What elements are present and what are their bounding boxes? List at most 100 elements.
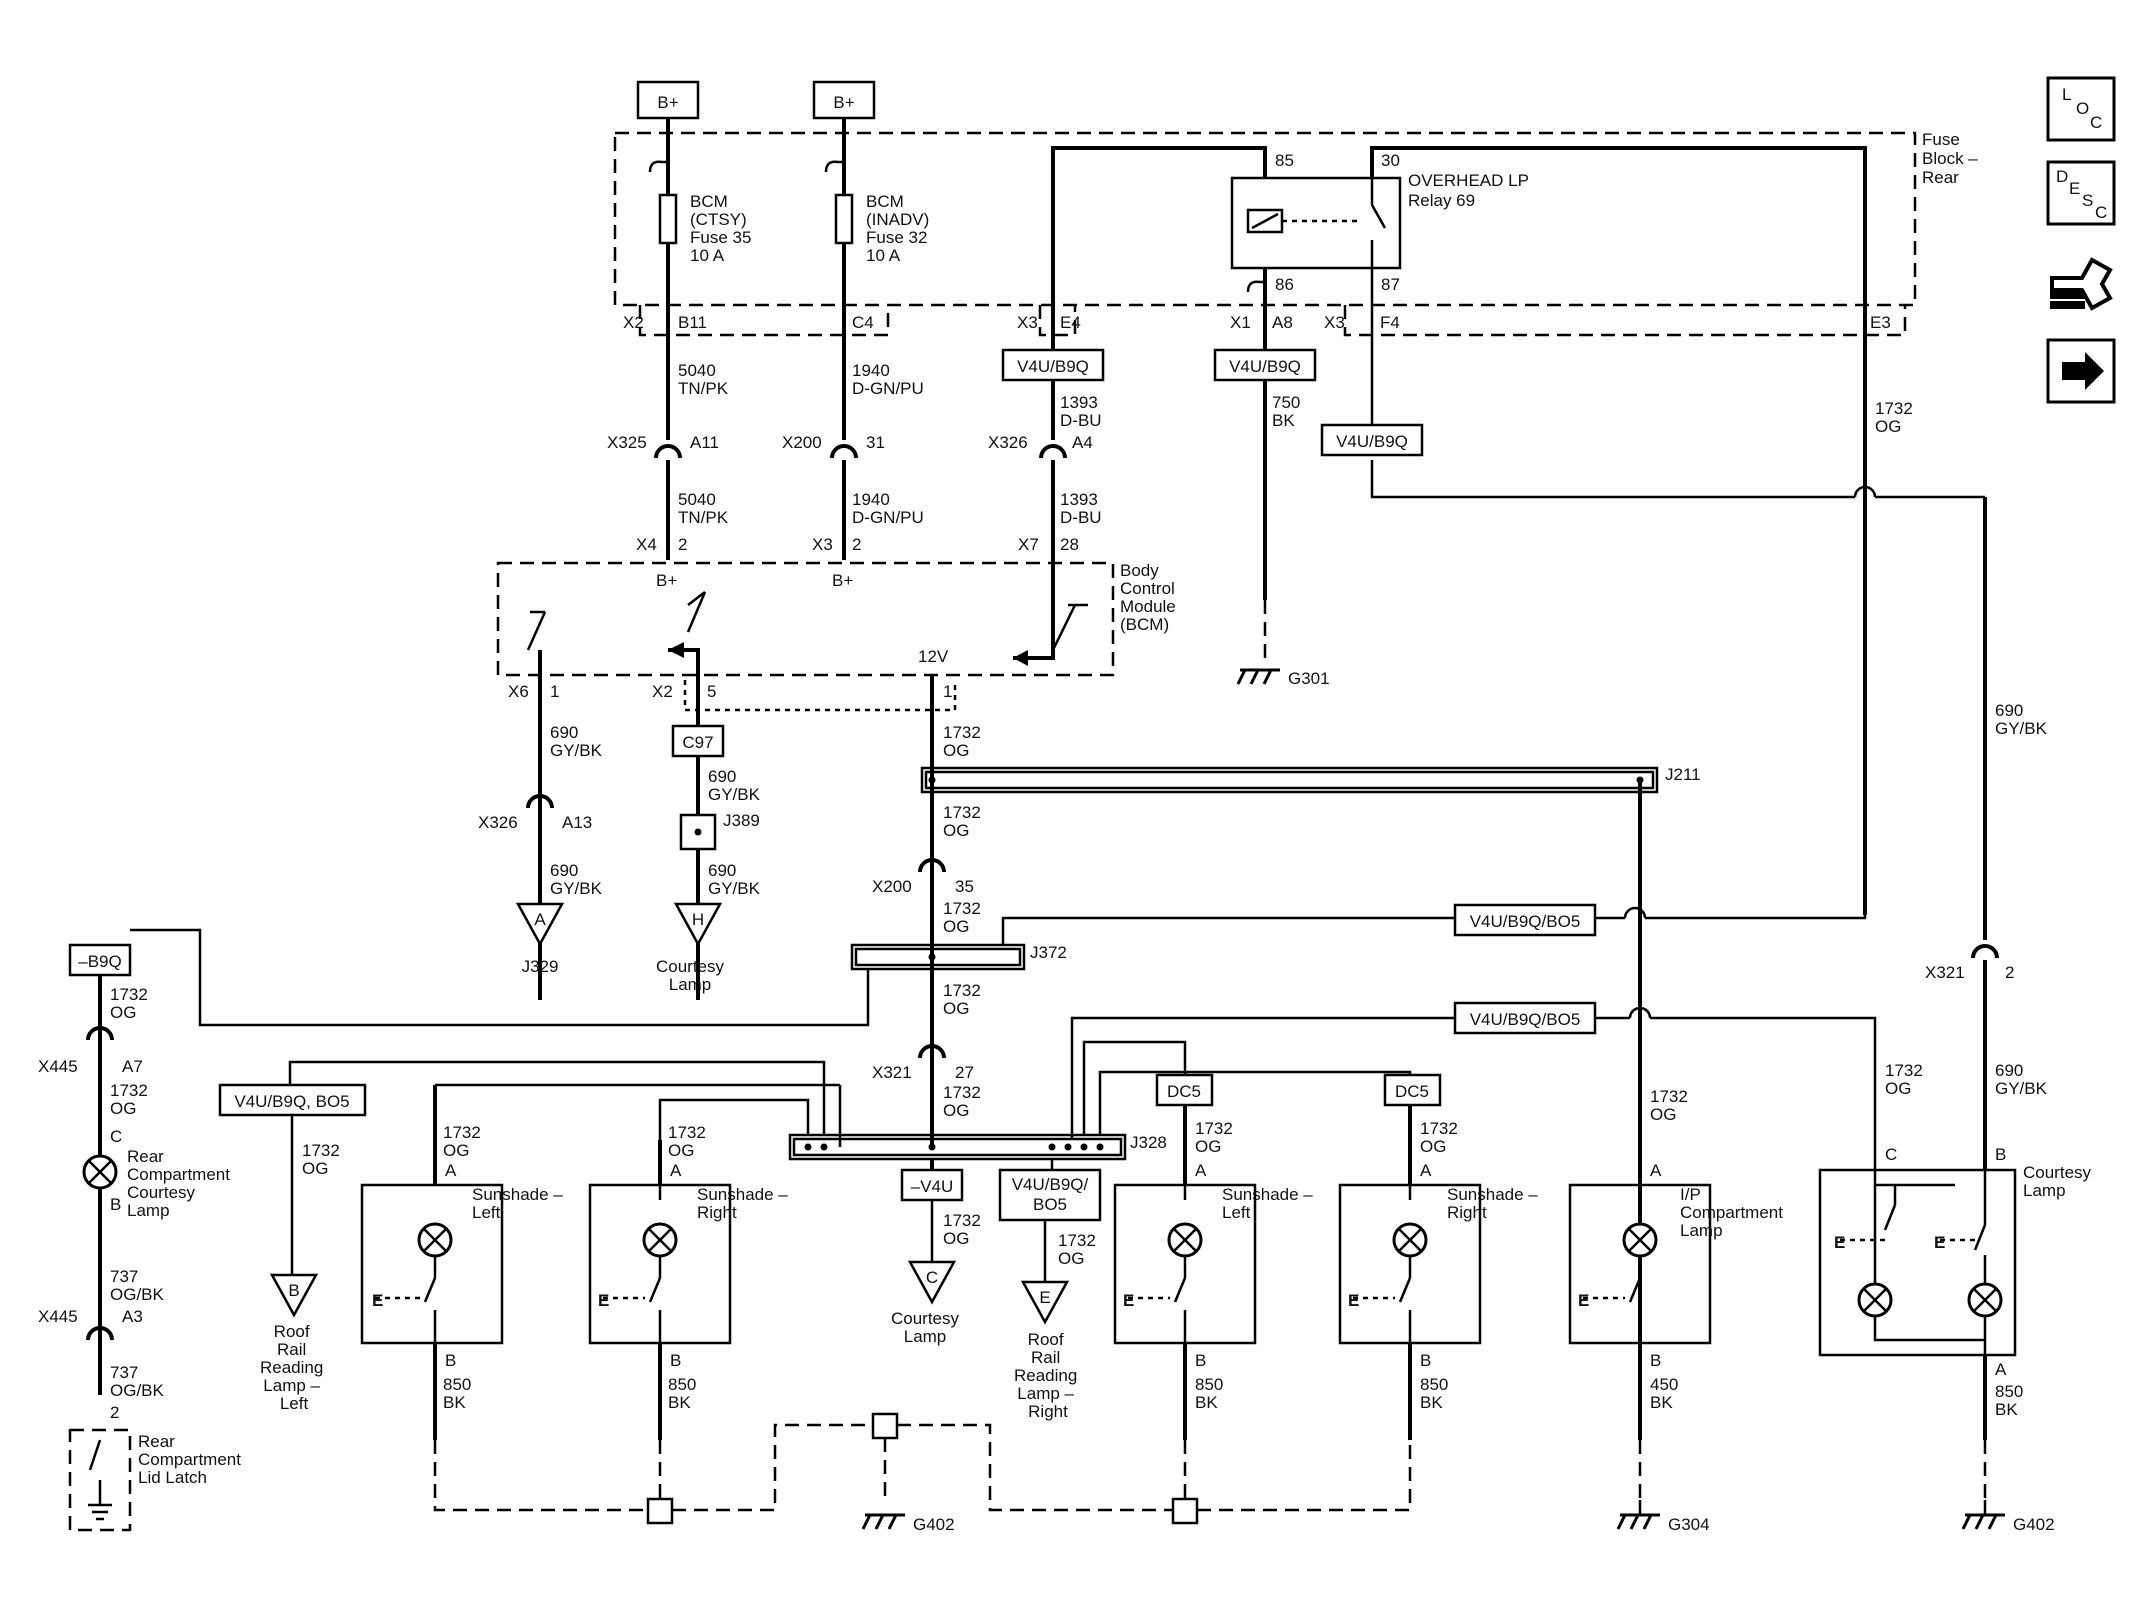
svg-text:A4: A4 [1072, 433, 1093, 452]
svg-text:2: 2 [678, 535, 687, 554]
svg-text:B: B [1195, 1351, 1206, 1370]
fuse-35-label: BCM (CTSY) Fuse 35 10 A [690, 192, 756, 265]
fuse-32-label: BCM (INADV) Fuse 32 10 A [866, 192, 934, 265]
ground-splice-center [871, 1412, 899, 1440]
svg-text:5: 5 [707, 682, 716, 701]
svg-text:X6: X6 [508, 682, 529, 701]
svg-text:H: H [692, 910, 704, 929]
svg-text:30: 30 [1381, 151, 1400, 170]
ground-g304: G304 [1616, 1500, 1710, 1534]
svg-text:B: B [1420, 1351, 1431, 1370]
svg-text:X1: X1 [1230, 313, 1251, 332]
svg-text:A13: A13 [562, 813, 592, 832]
ip-compartment-lamp: E A B I/P Compartment Lamp [1568, 1161, 1783, 1370]
svg-text:DC5: DC5 [1167, 1082, 1201, 1101]
svg-text:A11: A11 [690, 433, 719, 452]
svg-text:X445: X445 [38, 1057, 78, 1076]
svg-text:B11: B11 [678, 313, 707, 332]
b-plus-left: B+ [636, 80, 700, 120]
option-v4u-b9q-comma-bo5: V4U/B9Q, BO5 [218, 1083, 367, 1117]
fuse-35-symbol [658, 193, 678, 245]
svg-text:E: E [2069, 179, 2080, 198]
svg-text:V4U/B9Q, BO5: V4U/B9Q, BO5 [234, 1092, 349, 1111]
option-v4u-b9q-bo5-2: V4U/B9Q/BO5 [1453, 1001, 1597, 1035]
svg-text:A8: A8 [1272, 313, 1293, 332]
svg-text:E: E [372, 1291, 383, 1310]
svg-text:B: B [288, 1281, 299, 1300]
svg-text:L: L [2062, 85, 2071, 104]
svg-text:X3: X3 [1324, 313, 1345, 332]
svg-text:V4U/B9Q: V4U/B9Q [1229, 357, 1301, 376]
svg-text:X321: X321 [1925, 963, 1965, 982]
offpage-b-roof-rail-left: B Roof Rail Reading Lamp – Left [260, 1273, 323, 1413]
svg-text:C: C [1885, 1145, 1897, 1164]
svg-text:E4: E4 [1060, 313, 1081, 332]
svg-text:1: 1 [943, 682, 952, 701]
svg-text:X3: X3 [812, 535, 833, 554]
sunshade-right-2: E A B Sunshade –Right [1338, 1161, 1538, 1440]
svg-text:Sunshade –Left: Sunshade –Left [472, 1185, 563, 1222]
overhead-lamp-relay: 85 86 30 87 OVERHEAD LP Relay 69 [1230, 151, 1529, 294]
svg-text:S: S [2082, 191, 2093, 210]
svg-text:B+: B+ [657, 93, 678, 112]
rear-compartment-lid-latch: 2 Rear Compartment Lid Latch [68, 1403, 241, 1532]
svg-text:B+: B+ [833, 93, 854, 112]
svg-text:28: 28 [1060, 535, 1079, 554]
harness-connector-icon[interactable] [2050, 257, 2113, 311]
svg-text:A: A [445, 1161, 457, 1180]
location-icon[interactable]: L O C [2046, 76, 2116, 142]
svg-text:86: 86 [1275, 275, 1294, 294]
svg-text:J211: J211 [1665, 765, 1701, 784]
bcm-label: Body Control Module (BCM) [1120, 561, 1181, 634]
svg-text:Sunshade –Left: Sunshade –Left [1222, 1185, 1313, 1222]
svg-text:A: A [534, 910, 546, 929]
option-v4u-b9q-1: V4U/B9Q [1001, 348, 1105, 382]
svg-text:2: 2 [852, 535, 861, 554]
svg-text:E3: E3 [1870, 313, 1891, 332]
fuse-block-label: Fuse Block – Rear [1922, 130, 1982, 187]
svg-text:31: 31 [866, 433, 885, 452]
fuse-block-rear: Fuse Block – Rear [613, 130, 1982, 337]
svg-text:1: 1 [550, 682, 559, 701]
svg-text:J389: J389 [723, 811, 760, 830]
option-v4u-b9q-3: V4U/B9Q [1320, 423, 1424, 457]
svg-text:35: 35 [955, 877, 974, 896]
svg-text:A: A [1420, 1161, 1432, 1180]
svg-text:E: E [1934, 1233, 1945, 1252]
svg-text:X3: X3 [1017, 313, 1038, 332]
sunshade-right-1: E A B Sunshade –Right [588, 1161, 788, 1440]
svg-text:27: 27 [955, 1063, 974, 1082]
next-page-arrow-icon[interactable] [2046, 338, 2116, 404]
svg-text:B+: B+ [656, 571, 677, 590]
description-icon[interactable]: D E S C [2046, 160, 2116, 226]
svg-text:X2: X2 [652, 682, 673, 701]
svg-text:C4: C4 [852, 313, 874, 332]
option-c97: C97 [671, 724, 725, 758]
svg-text:A: A [1195, 1161, 1207, 1180]
